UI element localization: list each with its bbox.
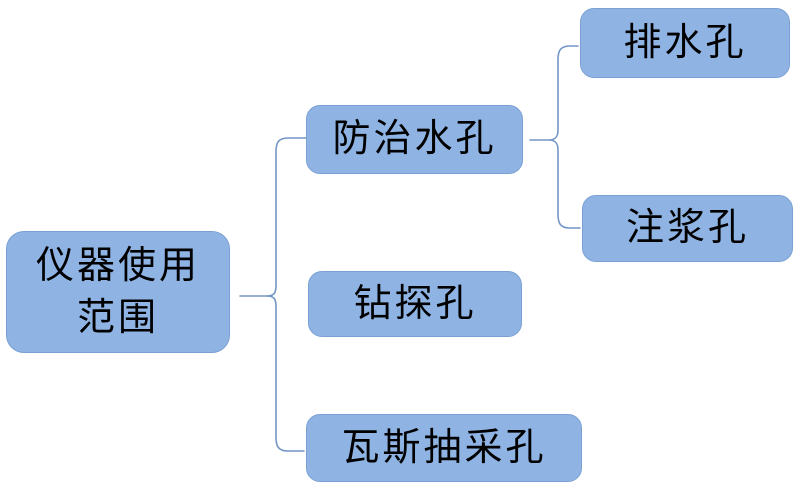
node-drilling-holes: 钻探孔 [308, 271, 522, 337]
connector-water-to-drainage [549, 45, 579, 141]
connector-root-to-gas [267, 295, 305, 452]
node-gas-extraction-holes: 瓦斯抽采孔 [306, 414, 582, 482]
node-instrument-scope: 仪器使用 范围 [6, 231, 230, 353]
node-grouting-holes: 注浆孔 [582, 195, 793, 262]
node-water-control-holes: 防治水孔 [306, 105, 523, 174]
node-drainage-holes: 排水孔 [580, 8, 790, 78]
connector-root-to-water [267, 137, 307, 297]
connector-water-to-grouting [549, 139, 581, 229]
